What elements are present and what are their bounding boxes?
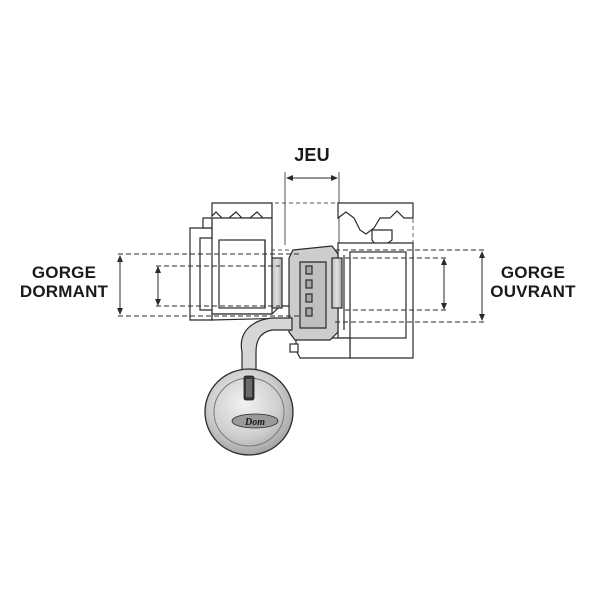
gorge-ouvrant-dimension	[335, 249, 485, 323]
hinge-knuckle	[271, 245, 343, 341]
ouvrant-sash-profile	[289, 202, 414, 359]
lock-arm	[240, 317, 293, 379]
jeu-label: JEU	[294, 145, 330, 165]
jeu-dimension	[284, 172, 340, 250]
gorge-ouvrant-label: GORGE OUVRANT	[486, 263, 580, 301]
gorge-dormant-dimension	[117, 253, 300, 317]
lock-brand-logo: Dom	[244, 417, 265, 428]
lock-cylinder: Dom	[204, 368, 294, 456]
gorge-dormant-line1: GORGE	[31, 263, 97, 282]
gorge-ouvrant-line1: GORGE	[500, 263, 566, 282]
gorge-dormant-label: GORGE DORMANT	[16, 263, 112, 301]
gorge-dormant-line2: DORMANT	[19, 282, 109, 301]
gorge-ouvrant-line2: OUVRANT	[490, 282, 576, 301]
